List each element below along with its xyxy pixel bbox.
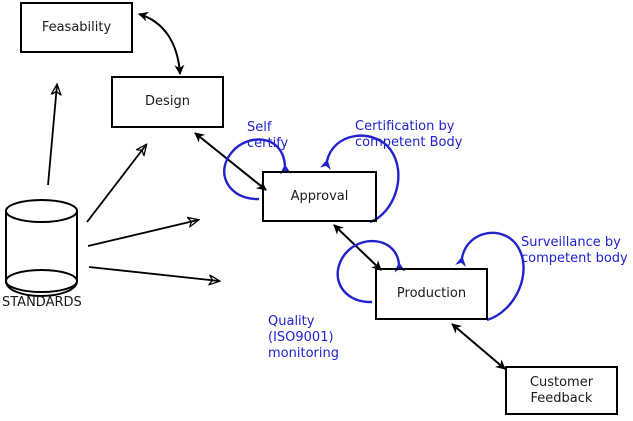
label-self-certify: Self certify: [247, 104, 288, 152]
loop-approval-self-certify: [223, 138, 291, 201]
node-design-label: Design: [145, 94, 190, 109]
loop-production-quality: [336, 239, 406, 304]
edge-feasability-design: [138, 11, 185, 75]
node-customer-feedback[interactable]: Customer Feedback: [505, 366, 618, 415]
loop-production-surveillance: [455, 231, 525, 322]
edge-standards-to-design: [86, 145, 146, 223]
edge-standards-to-production: [88, 266, 219, 281]
edge-design-approval: [194, 132, 267, 191]
label-certification-by-competent-body: Certification by competent Body: [355, 103, 462, 151]
edge-production-customer-feedback: [451, 323, 506, 370]
node-approval-label: Approval: [290, 188, 349, 204]
node-feasability-label: Feasability: [41, 19, 112, 35]
label-quality-iso9001-monitoring-text: Quality (ISO9001) monitoring: [268, 314, 339, 361]
label-self-certify-text: Self certify: [247, 120, 289, 151]
label-surveillance-by-competent-body-text: Surveillance by competent body: [521, 235, 628, 266]
loop-approval-certification: [319, 134, 400, 224]
edge-standards-to-feasability: [47, 85, 57, 186]
standards-datastore-label-text: STANDARDS: [2, 295, 82, 310]
node-production-label: Production: [396, 286, 467, 301]
label-surveillance-by-competent-body: Surveillance by competent body: [521, 219, 628, 267]
label-quality-iso9001-monitoring: Quality (ISO9001) monitoring: [268, 298, 339, 362]
standards-datastore-label: STANDARDS: [2, 295, 82, 310]
node-design[interactable]: Design: [111, 76, 224, 128]
node-customer-feedback-label: Customer Feedback: [529, 374, 594, 406]
label-certification-by-competent-body-text: Certification by competent Body: [355, 119, 463, 150]
node-production[interactable]: Production: [375, 268, 488, 320]
edge-standards-to-approval: [87, 220, 198, 247]
standards-cylinder: [5, 199, 78, 298]
node-approval[interactable]: Approval: [262, 171, 377, 222]
edge-approval-production: [333, 224, 382, 271]
node-feasability[interactable]: Feasability: [20, 2, 133, 53]
